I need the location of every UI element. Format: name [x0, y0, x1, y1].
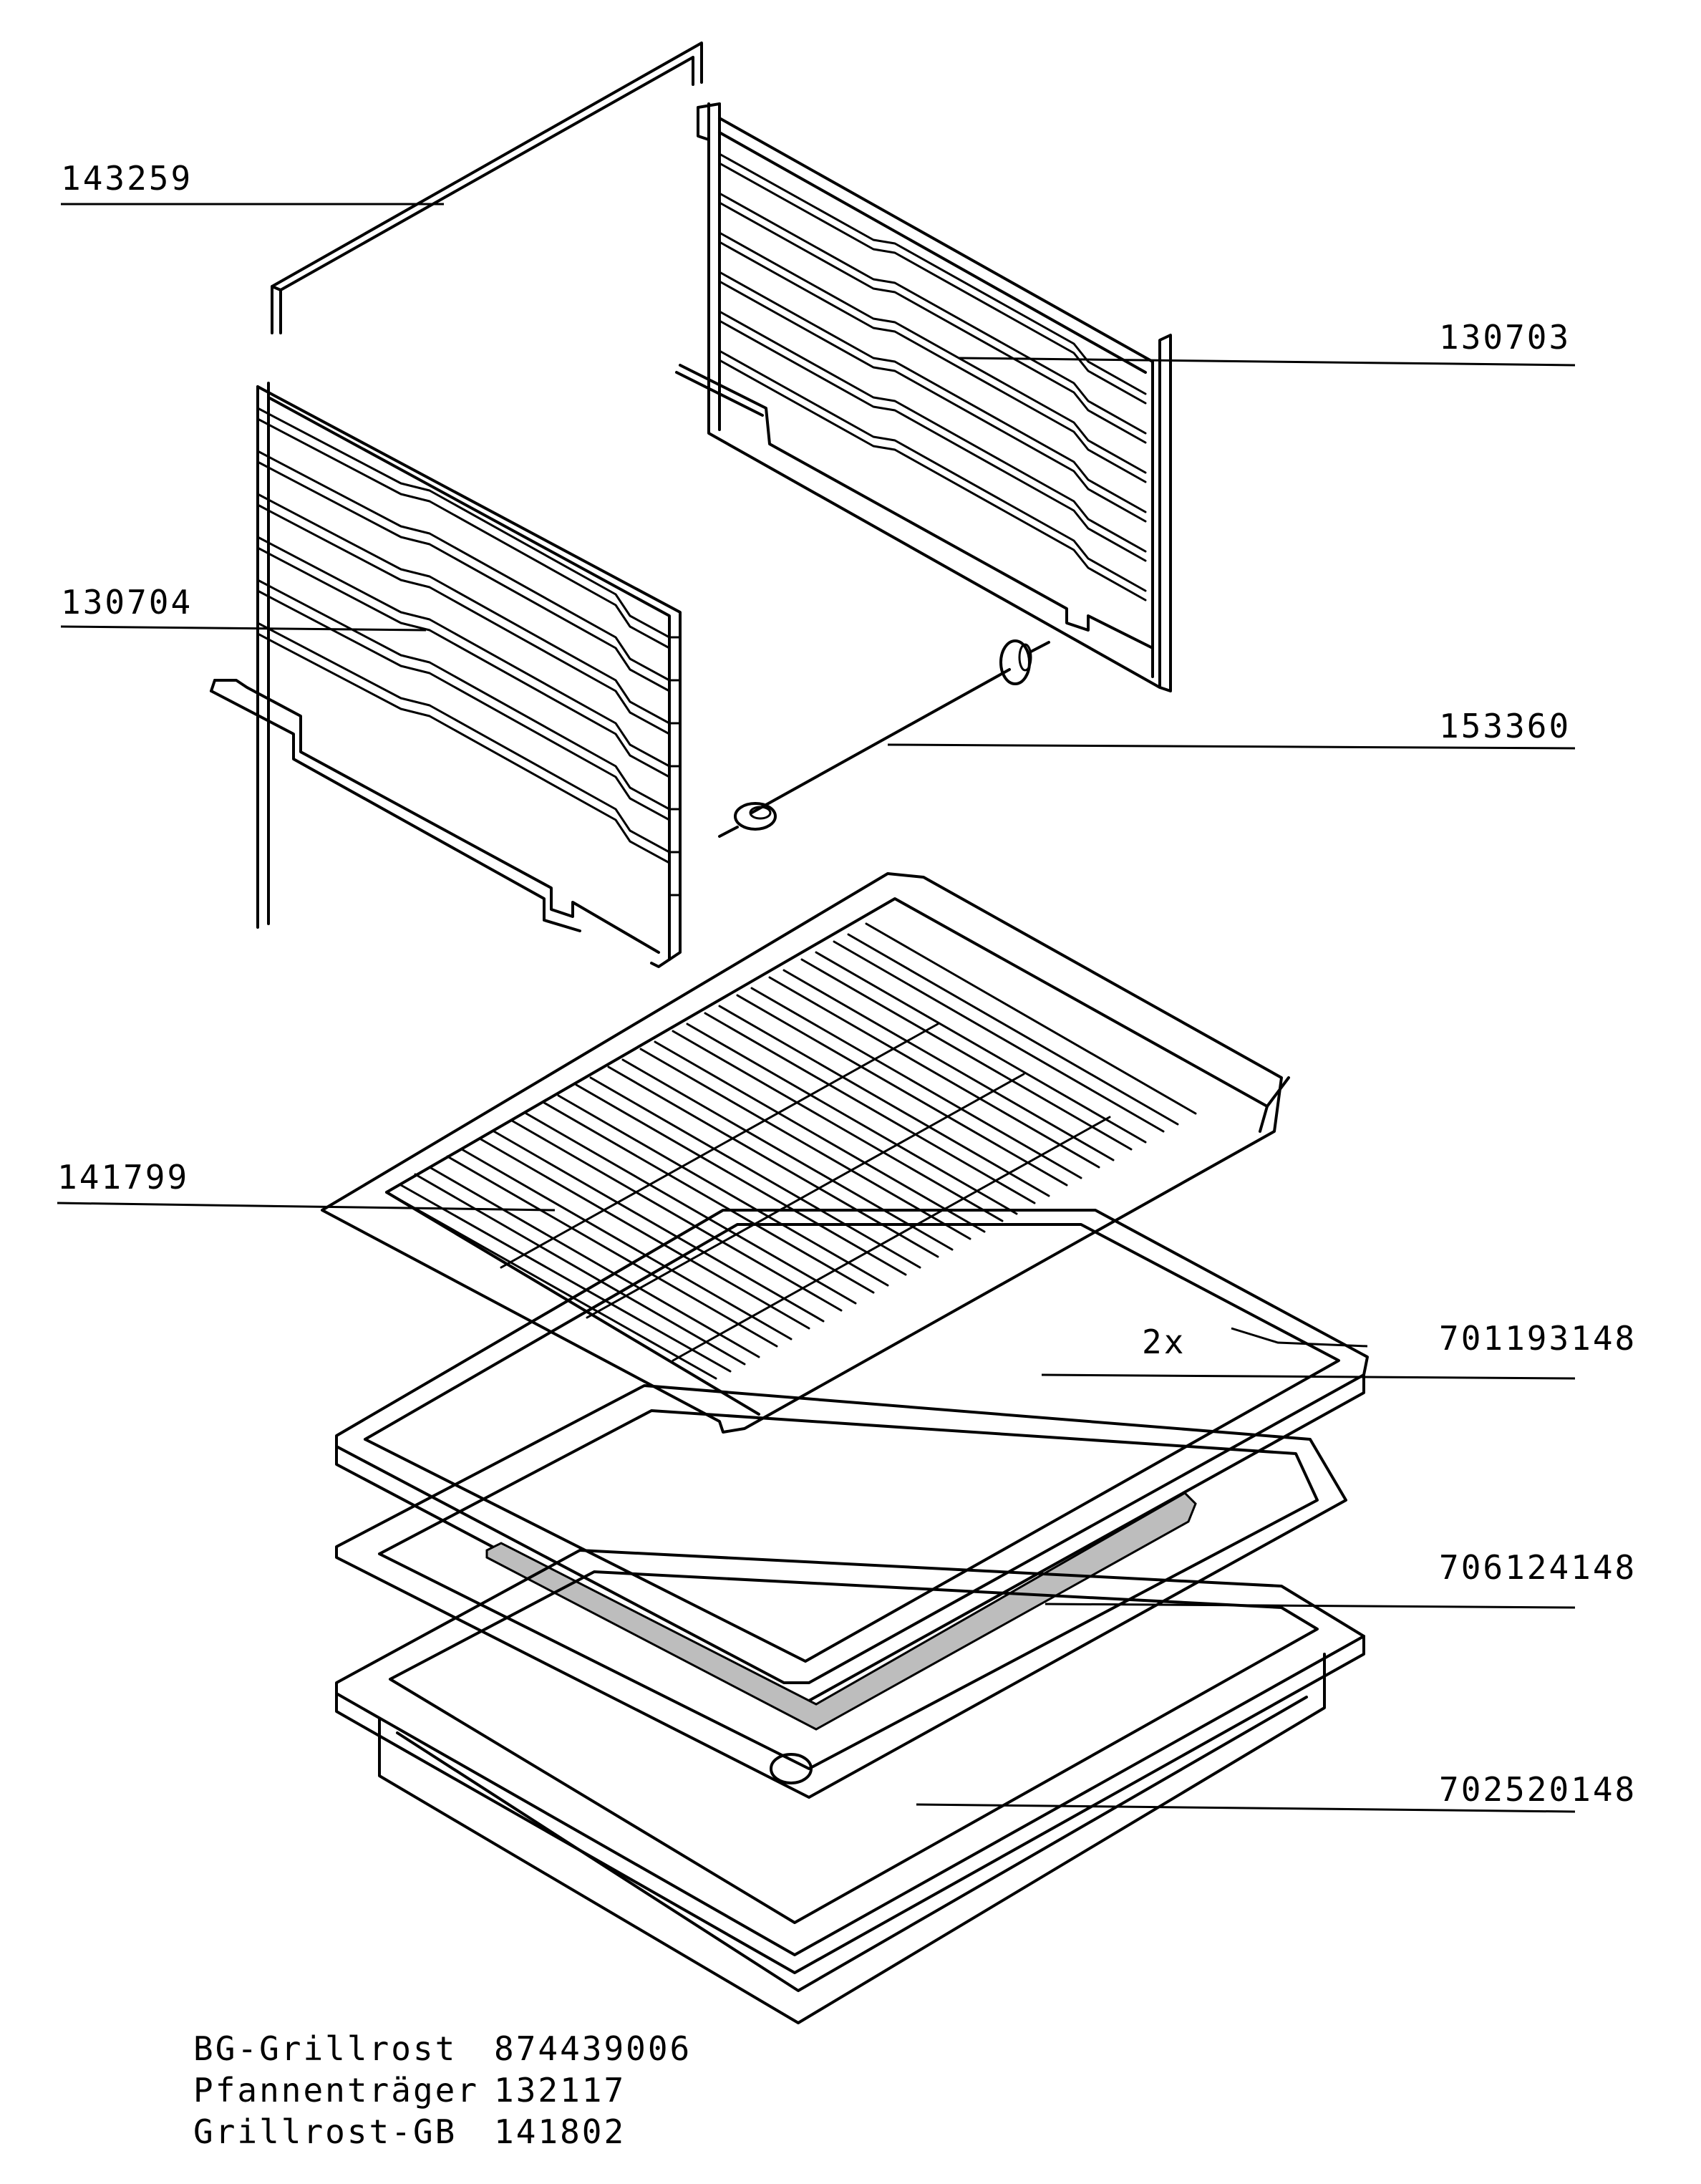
callout-labels: 143259 130703 130704 153360 141799 70119… [57, 159, 1637, 1809]
connecting-rod [718, 639, 1050, 838]
right-side-rack [675, 102, 1172, 692]
top-wire-bar [271, 42, 703, 334]
parts-list-number-0: 874439006 [494, 2029, 692, 2068]
callout-141799: 141799 [57, 1158, 189, 1197]
leader-lines [57, 203, 1576, 1813]
parts-list: BG-Grillrost 874439006 Pfannenträger 132… [193, 2029, 692, 2151]
parts-list-name-2: Grillrost-GB [193, 2112, 457, 2151]
enamel-tray [335, 1384, 1347, 1799]
callout-130704: 130704 [61, 583, 193, 622]
callout-701193148: 701193148 [1439, 1319, 1637, 1358]
parts-list-name-0: BG-Grillrost [193, 2029, 457, 2068]
callout-702520148: 702520148 [1439, 1770, 1637, 1809]
deep-pan [335, 1549, 1365, 2024]
callout-130703: 130703 [1439, 318, 1571, 357]
quantity-marker: 2x [1142, 1323, 1186, 1361]
parts-list-name-1: Pfannenträger [193, 2071, 479, 2110]
callout-153360: 153360 [1439, 707, 1571, 745]
parts-list-number-2: 141802 [494, 2112, 626, 2151]
left-side-rack [210, 382, 682, 968]
parts-list-number-1: 132117 [494, 2071, 626, 2110]
callout-706124148: 706124148 [1439, 1548, 1637, 1587]
callout-143259: 143259 [61, 159, 193, 198]
grill-grid [321, 872, 1290, 1434]
